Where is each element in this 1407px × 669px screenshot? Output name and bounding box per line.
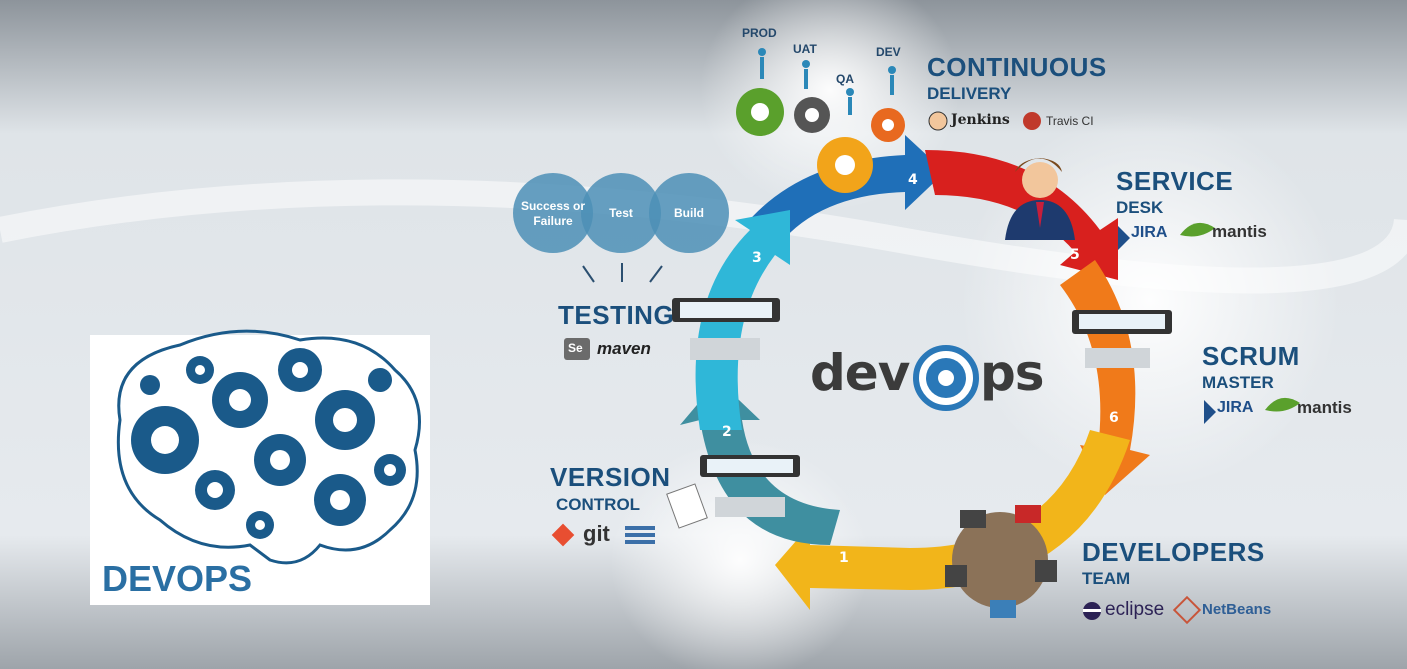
step-1-arrow	[775, 430, 1130, 610]
step-1-label: 1	[839, 550, 849, 566]
scrum-master-jira: JIRA	[1217, 399, 1254, 416]
environment-people-icon	[758, 48, 896, 115]
cycle-success-or-failure: Success or Failure	[520, 199, 586, 228]
jenkins-logo-icon	[928, 111, 948, 131]
developers-team-icon	[945, 505, 1057, 618]
step-6-label: 6	[1109, 410, 1119, 426]
service-desk-title: SERVICE	[1116, 166, 1234, 196]
eclipse-label: eclipse	[1105, 599, 1165, 620]
continuous-delivery-subtitle: DELIVERY	[927, 84, 1012, 103]
selenium-logo-icon	[564, 338, 590, 360]
env-qa: QA	[836, 72, 854, 86]
jira-logo-icon	[1118, 226, 1216, 424]
git-logo-icon	[551, 523, 575, 547]
travis-logo-icon	[1023, 112, 1041, 130]
devops-logo-right: ps	[980, 344, 1045, 402]
service-desk-jira: JIRA	[1131, 224, 1168, 241]
version-control-title: VERSION	[550, 462, 671, 492]
git-label: git	[583, 521, 610, 546]
env-uat: UAT	[793, 42, 817, 56]
testing-cycle-diagram	[513, 173, 729, 283]
maven-label: maven	[597, 339, 651, 358]
mantis-logo-icon	[1180, 222, 1300, 412]
delivery-gears-icon	[736, 88, 905, 193]
svn-logo-icon	[625, 526, 655, 544]
cycle-test: Test	[609, 206, 633, 220]
cycle-build: Build	[674, 206, 704, 220]
env-dev: DEV	[876, 45, 901, 59]
travis-label: Travis CI	[1046, 114, 1094, 128]
step-5-label: 5	[1070, 247, 1080, 263]
brain-gears-icon	[116, 329, 421, 565]
netbeans-label: NetBeans	[1202, 601, 1272, 618]
service-desk-person-icon	[1005, 158, 1075, 240]
step-4-label: 4	[908, 172, 918, 188]
step-3-label: 3	[752, 250, 762, 266]
devops-logo-left: dev	[810, 344, 910, 402]
scrum-master-mantis: mantis	[1297, 398, 1352, 417]
laptop-icon	[672, 298, 1172, 517]
developers-team-title: DEVELOPERS	[1082, 537, 1265, 567]
service-desk-mantis: mantis	[1212, 222, 1267, 241]
notebook-icon	[666, 483, 708, 529]
version-control-subtitle: CONTROL	[556, 495, 641, 514]
eclipse-logo-icon	[1083, 602, 1101, 620]
scrum-master-subtitle: MASTER	[1202, 373, 1274, 392]
netbeans-logo-icon	[1172, 595, 1202, 625]
service-desk-subtitle: DESK	[1116, 198, 1164, 217]
developers-team-subtitle: TEAM	[1082, 569, 1131, 588]
brand-title: DEVOPS	[102, 558, 253, 599]
selenium-label: Se	[568, 341, 583, 355]
jenkins-label: Jenkins	[951, 112, 1010, 128]
step-5-arrow	[925, 150, 1118, 280]
env-prod: PROD	[742, 26, 777, 40]
step-2-label: 2	[722, 424, 732, 440]
testing-title: TESTING	[558, 300, 675, 330]
scrum-master-title: SCRUM	[1202, 341, 1300, 371]
continuous-delivery-title: CONTINUOUS	[927, 52, 1107, 82]
devops-logo-icon	[913, 345, 979, 411]
